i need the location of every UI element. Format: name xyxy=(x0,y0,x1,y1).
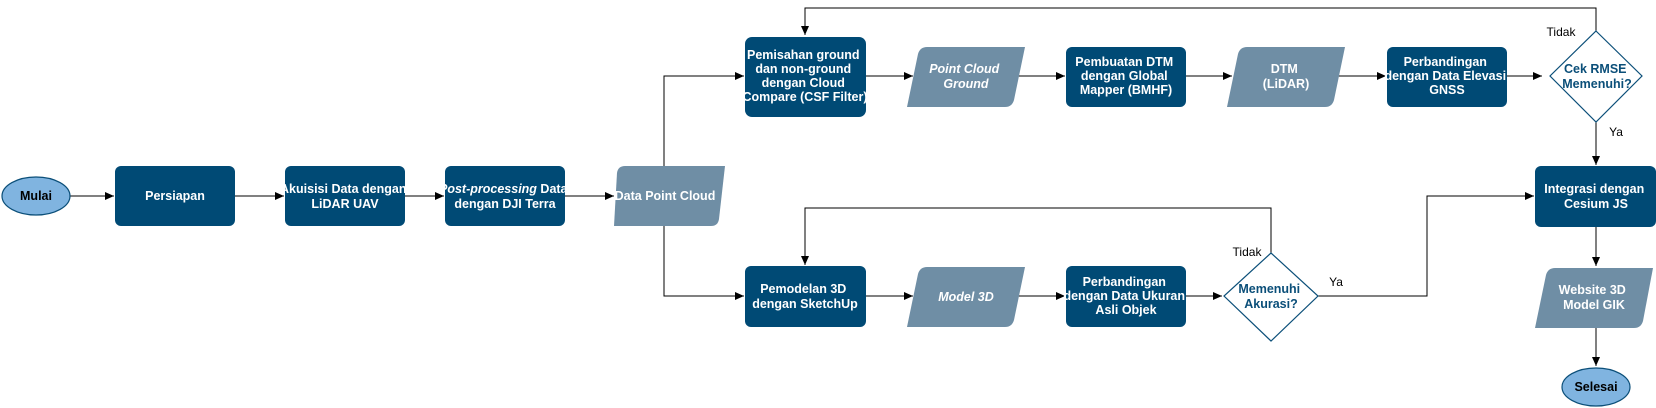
process-persiapan: Persiapan xyxy=(115,166,235,226)
process-integrasi-cesium: Integrasi dengan Cesium JS xyxy=(1535,166,1656,227)
start-terminal: Mulai xyxy=(1,176,71,216)
edge-datapc-pemisahan xyxy=(663,72,744,167)
persiapan-label: Persiapan xyxy=(145,189,205,203)
edge-label-tidak-top: Tidak xyxy=(1547,25,1577,39)
pemodelan-label: Pemodelan 3D dengan SketchUp xyxy=(752,282,858,311)
decision-cek-rmse: Cek RMSE Memenuhi? xyxy=(1549,30,1643,123)
process-akuisisi: Akuisisi Data dengan LiDAR UAV xyxy=(280,166,410,226)
end-label: Selesai xyxy=(1574,380,1617,394)
edge-datapc-pemodelan xyxy=(663,226,744,300)
postprocessing-label: Post-processing Data dengan DJI Terra xyxy=(439,182,571,211)
perbandingan-gnss-label: Perbandingan dengan Data Elevasi GNSS xyxy=(1384,55,1509,97)
process-pembuatan-dtm: Pembuatan DTM dengan Global Mapper (BMHF… xyxy=(1066,47,1186,107)
data-dtm-lidar: DTM (LiDAR) xyxy=(1227,47,1345,107)
website-label: Website 3D Model GIK xyxy=(1559,283,1630,312)
process-pemodelan-3d: Pemodelan 3D dengan SketchUp xyxy=(745,266,866,327)
dtm-lidar-label: DTM (LiDAR) xyxy=(1263,62,1310,91)
pemisahan-label: Pemisahan ground dan non-ground dengan C… xyxy=(742,48,867,104)
edge-label-ya-bottom: Ya xyxy=(1329,275,1343,289)
data-website-3d: Website 3D Model GIK xyxy=(1535,268,1653,328)
akuisisi-label: Akuisisi Data dengan LiDAR UAV xyxy=(280,182,410,211)
start-label: Mulai xyxy=(20,189,52,203)
data-model-3d: Model 3D xyxy=(907,267,1025,327)
process-perbandingan-ukuran: Perbandingan dengan Data Ukuran Asli Obj… xyxy=(1063,266,1188,327)
pembuatan-dtm-label: Pembuatan DTM dengan Global Mapper (BMHF… xyxy=(1075,55,1176,97)
integrasi-label: Integrasi dengan Cesium JS xyxy=(1544,182,1648,211)
data-point-cloud-ground: Point Cloud Ground xyxy=(907,47,1025,107)
edge-akurasi-ya-integrasi xyxy=(1318,192,1534,297)
edge-akurasi-tidak-loop xyxy=(801,207,1272,265)
edge-cek-tidak-loop xyxy=(801,7,1597,35)
process-perbandingan-gnss: Perbandingan dengan Data Elevasi GNSS xyxy=(1384,47,1509,107)
akurasi-label: Memenuhi Akurasi? xyxy=(1238,282,1303,311)
data-point-cloud: Data Point Cloud xyxy=(614,166,725,226)
point-cloud-ground-label: Point Cloud Ground xyxy=(929,62,1003,91)
end-terminal: Selesai xyxy=(1561,367,1631,407)
model-3d-label: Model 3D xyxy=(938,290,994,304)
process-postprocessing: Post-processing Data dengan DJI Terra xyxy=(439,166,571,226)
edge-label-tidak-bottom: Tidak xyxy=(1233,245,1263,259)
process-pemisahan-ground: Pemisahan ground dan non-ground dengan C… xyxy=(742,37,868,117)
cek-rmse-label: Cek RMSE Memenuhi? xyxy=(1562,62,1631,91)
data-point-cloud-label: Data Point Cloud xyxy=(615,189,716,203)
connectors xyxy=(70,7,1600,366)
edge-label-ya-top: Ya xyxy=(1609,125,1623,139)
perbandingan-ukuran-label: Perbandingan dengan Data Ukuran Asli Obj… xyxy=(1063,275,1188,317)
decision-memenuhi-akurasi: Memenuhi Akurasi? xyxy=(1223,252,1319,342)
